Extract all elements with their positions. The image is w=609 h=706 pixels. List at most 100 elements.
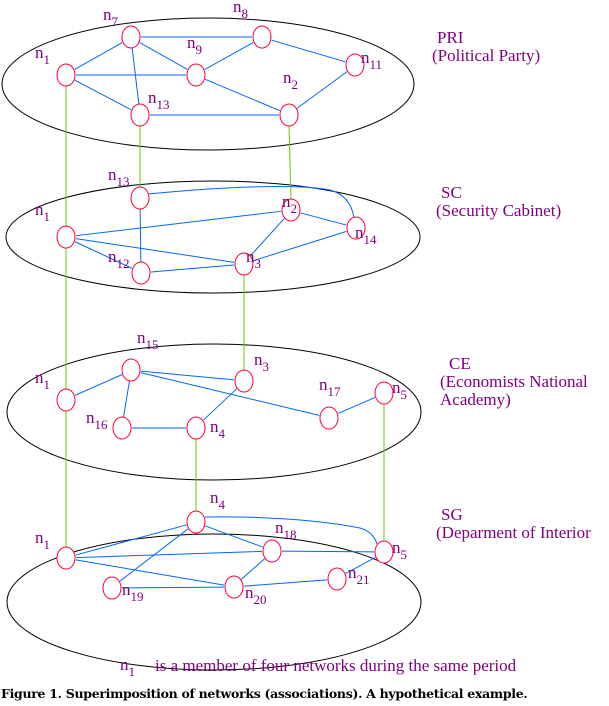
layer-title-pri: PRI <box>437 28 464 47</box>
layer-title-sg: SG <box>441 505 463 524</box>
node-label-ce-n4: n4 <box>210 417 226 441</box>
node-sg-n19 <box>102 576 122 600</box>
edge-ce-n15-n1 <box>74 374 123 396</box>
edge-sc-n13-n12 <box>139 208 142 263</box>
edge-sg-n21-n5 <box>345 557 376 574</box>
layer-description-sg: (Deparment of Interior <box>436 523 591 542</box>
edge-sc-n13-n14 <box>147 186 355 219</box>
node-sg-n20 <box>224 575 244 599</box>
layer-title-ce: CE <box>449 354 471 373</box>
edge-sg-n1-n20 <box>75 559 225 586</box>
edge-pri-n7-n9 <box>139 42 188 70</box>
edge-ce-n15-n17 <box>140 372 320 416</box>
node-label-sc-n12: n12 <box>108 247 130 271</box>
layer-ellipse-sc <box>5 180 421 294</box>
layer-description-ce: Academy) <box>440 390 511 409</box>
node-ce-n3 <box>234 369 254 393</box>
node-ce-n5 <box>374 381 394 405</box>
edge-sc-n2-n14 <box>300 212 347 226</box>
layer-title-sc: SC <box>441 183 462 202</box>
legend-symbol: n1 <box>120 655 135 679</box>
node-label-ce-n15: n15 <box>137 328 159 352</box>
node-sc-n2 <box>281 198 301 222</box>
edge-sg-n4-n1 <box>75 524 187 556</box>
edge-sg-n19-n20 <box>121 586 225 589</box>
edge-ce-n3-n4 <box>202 388 238 421</box>
layer-description-ce: (Economists National <box>440 372 588 391</box>
node-ce-n17 <box>319 406 339 430</box>
node-label-sg-n20: n20 <box>245 583 267 607</box>
edge-sg-n20-n21 <box>243 579 328 587</box>
node-sc-n14 <box>346 216 366 240</box>
edge-sg-n18-n20 <box>240 558 266 580</box>
edge-pri-n2-n11 <box>296 71 348 109</box>
edge-pri-n8-n9 <box>204 42 254 70</box>
node-label-sc-n2: n2 <box>282 192 297 216</box>
edge-sc-n12-n3 <box>150 264 235 273</box>
node-label-pri-n13: n13 <box>148 88 170 112</box>
node-ce-n1 <box>56 388 76 412</box>
node-sg-n21 <box>327 567 347 591</box>
node-label-ce-n1: n1 <box>35 368 50 392</box>
node-label-sc-n14: n14 <box>355 223 377 247</box>
node-sc-n13 <box>130 186 150 210</box>
node-ce-n15 <box>121 358 141 382</box>
edge-pri-n8-n11 <box>271 39 346 63</box>
layer-description-pri: (Political Party) <box>432 46 540 65</box>
figure-caption: Figure 1. Superimposition of networks (a… <box>1 686 528 701</box>
node-label-ce-n17: n17 <box>319 375 341 399</box>
edge-sc-n2-n3 <box>250 217 285 257</box>
node-label-pri-n8: n8 <box>233 0 248 21</box>
node-pri-n2 <box>279 103 299 127</box>
edge-ce-n17-n5 <box>337 397 376 414</box>
edge-ce-n15-n3 <box>140 370 235 381</box>
edge-pri-n1-n13 <box>74 79 132 111</box>
node-sg-n18 <box>262 539 282 563</box>
node-label-sc-n3: n3 <box>246 247 261 271</box>
layer-ellipse-pri <box>1 17 415 151</box>
node-label-pri-n11: n11 <box>361 48 382 72</box>
node-label-pri-n9: n9 <box>187 33 202 57</box>
legend-text: is a member of four networks during the … <box>155 656 517 675</box>
node-label-ce-n3: n3 <box>254 350 269 374</box>
node-pri-n8 <box>252 25 272 49</box>
node-sg-n4 <box>186 510 206 534</box>
node-label-sg-n4: n4 <box>210 488 226 512</box>
node-sc-n12 <box>131 261 151 285</box>
node-label-pri-n7: n7 <box>103 5 119 29</box>
node-pri-n1 <box>56 63 76 87</box>
edge-sc-n1-n12 <box>74 241 133 269</box>
node-label-sg-n5: n5 <box>392 538 407 562</box>
node-label-sc-n13: n13 <box>108 165 130 189</box>
node-sg-n1 <box>56 546 76 570</box>
layer-description-sc: (Security Cabinet) <box>436 201 561 220</box>
layer-ellipse-sg <box>6 533 422 671</box>
node-label-ce-n5: n5 <box>392 378 407 402</box>
edge-sc-n1-n2 <box>75 210 282 237</box>
node-label-ce-n16: n16 <box>86 408 108 432</box>
node-label-pri-n1: n1 <box>35 43 50 67</box>
node-sc-n3 <box>234 252 254 276</box>
edge-pri-n7-n13 <box>131 47 140 105</box>
node-ce-n4 <box>186 416 206 440</box>
node-label-sg-n19: n19 <box>122 580 144 604</box>
node-pri-n13 <box>130 103 150 127</box>
edge-sg-n18-n5 <box>281 550 375 553</box>
layer-ellipse-ce <box>6 343 422 481</box>
node-pri-n11 <box>345 53 365 77</box>
node-label-sg-n21: n21 <box>348 563 370 587</box>
edge-sg-n1-n18 <box>75 550 263 559</box>
node-label-sg-n1: n1 <box>35 528 50 552</box>
edge-sc-n1-n3 <box>75 238 235 263</box>
node-label-sc-n1: n1 <box>35 200 50 224</box>
node-label-sg-n18: n18 <box>275 518 297 542</box>
node-sg-n5 <box>374 540 394 564</box>
edge-sc-n3-n14 <box>253 230 347 262</box>
node-pri-n9 <box>186 63 206 87</box>
edge-ce-n15-n16 <box>123 380 130 418</box>
node-label-pri-n2: n2 <box>283 68 298 92</box>
node-sc-n1 <box>56 225 76 249</box>
edge-pri-n9-n2 <box>204 78 281 112</box>
node-ce-n16 <box>112 416 132 440</box>
